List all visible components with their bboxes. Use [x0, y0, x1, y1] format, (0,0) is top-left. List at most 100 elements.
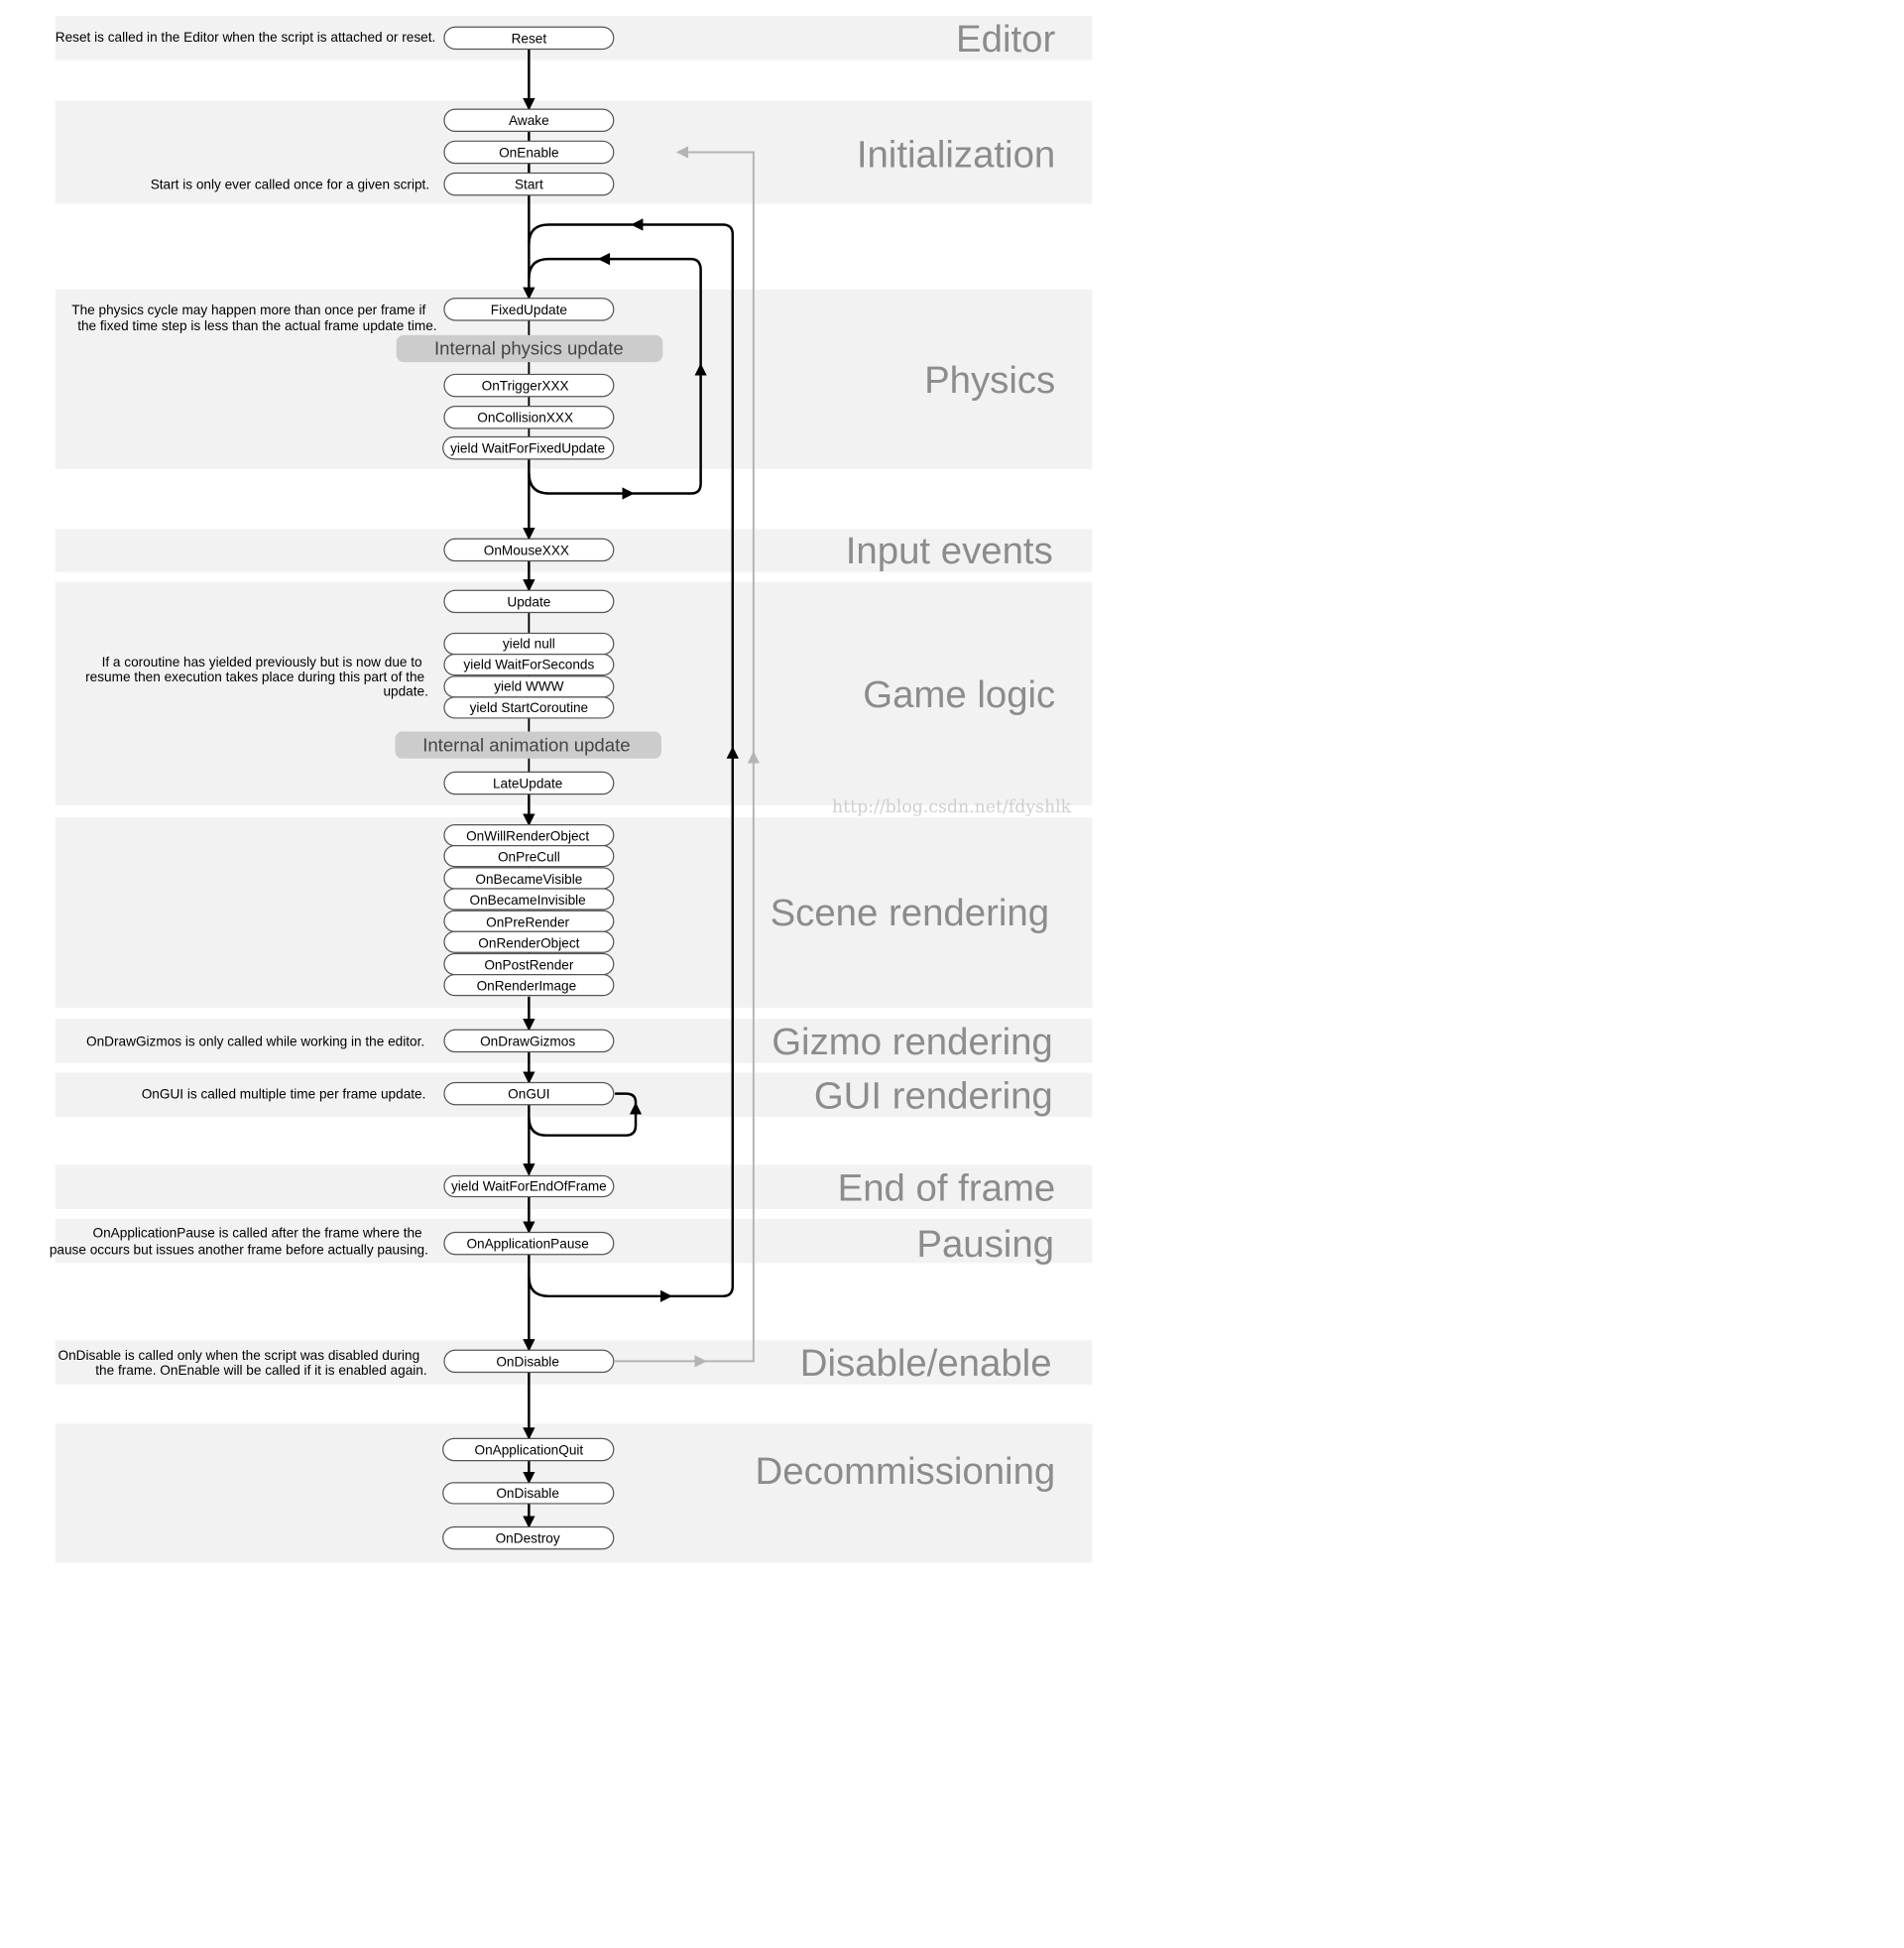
note-physics-line-2: the fixed time step is less than the act…: [77, 318, 436, 333]
note-gui: OnGUI is called multiple time per frame …: [142, 1087, 426, 1102]
note-gizmos: OnDrawGizmos is only called while workin…: [86, 1034, 424, 1048]
frame-loop-riser: [670, 746, 739, 1298]
phase-titles: Editor Initialization Physics Input even…: [756, 18, 1056, 1493]
node-yield-endframe[interactable]: yield WaitForEndOfFrame: [443, 1174, 615, 1198]
note-coroutine: If a coroutine has yielded previously bu…: [85, 655, 428, 699]
node-onapppause[interactable]: OnApplicationPause: [443, 1231, 615, 1256]
node-lateupdate[interactable]: LateUpdate: [443, 771, 615, 795]
physics-loop-bottom: [528, 472, 635, 500]
node-onwillrender[interactable]: OnWillRenderObject: [443, 823, 615, 847]
node-onprecull[interactable]: OnPreCull: [443, 845, 615, 868]
note-start-line-1: Start is only ever called once for a giv…: [151, 178, 429, 192]
node-ongui-label: OnGUI: [508, 1087, 549, 1102]
node-onpostrender-label: OnPostRender: [484, 958, 573, 973]
node-ontrigger-label: OnTriggerXXX: [482, 379, 569, 394]
node-oncollision-label: OnCollisionXXX: [477, 411, 573, 426]
note-disable-line-1: OnDisable is called only when the script…: [59, 1348, 420, 1363]
band-title-editor: Editor: [956, 18, 1055, 61]
process-internal-animation-label: Internal animation update: [422, 734, 630, 755]
physics-loop-top: [597, 252, 702, 365]
node-fixedupdate-label: FixedUpdate: [491, 303, 567, 317]
node-onprerender[interactable]: OnPreRender: [443, 910, 615, 932]
node-onbecameinvisible-label: OnBecameInvisible: [470, 893, 586, 908]
band-title-input: Input events: [846, 530, 1053, 572]
note-coroutine-line-2: resume then execution takes place during…: [85, 670, 424, 684]
node-onapppause-label: OnApplicationPause: [466, 1237, 588, 1252]
node-onprerender-label: OnPreRender: [486, 914, 569, 929]
band-title-scene: Scene rendering: [771, 892, 1050, 934]
watermark-url: http://blog.csdn.net/fdyshlk: [832, 797, 1072, 817]
frame-loop-bottom: [528, 1276, 673, 1302]
band-title-initialization: Initialization: [857, 133, 1055, 176]
node-onprecull-label: OnPreCull: [498, 850, 560, 865]
node-onbecameinvisible[interactable]: OnBecameInvisible: [443, 888, 615, 911]
node-onenable-label: OnEnable: [499, 145, 559, 160]
note-disable-line-2: the frame. OnEnable will be called if it…: [95, 1363, 426, 1378]
node-awake[interactable]: Awake: [443, 108, 615, 133]
note-gui-line-1: OnGUI is called multiple time per frame …: [142, 1087, 426, 1102]
band-title-gui: GUI rendering: [814, 1074, 1053, 1117]
node-yield-seconds-label: yield WaitForSeconds: [463, 657, 594, 671]
node-onmouse-label: OnMouseXXX: [484, 543, 569, 557]
note-physics: The physics cycle may happen more than o…: [71, 303, 436, 333]
node-ongui[interactable]: OnGUI: [443, 1081, 615, 1106]
node-onmouse[interactable]: OnMouseXXX: [443, 538, 615, 562]
note-coroutine-line-3: update.: [383, 684, 427, 699]
process-internal-physics: Internal physics update: [396, 334, 663, 363]
node-yield-fixed[interactable]: yield WaitForFixedUpdate: [442, 435, 615, 460]
node-ondestroy[interactable]: OnDestroy: [442, 1525, 615, 1550]
node-lateupdate-label: LateUpdate: [493, 776, 562, 791]
process-internal-physics-label: Internal physics update: [434, 338, 624, 359]
node-fixedupdate[interactable]: FixedUpdate: [443, 298, 615, 321]
note-coroutine-line-1: If a coroutine has yielded previously bu…: [102, 655, 422, 670]
enable-loop-connector: [614, 146, 761, 1368]
node-ontrigger[interactable]: OnTriggerXXX: [443, 373, 615, 398]
loop-connectors: [528, 218, 739, 1302]
event-nodes: Reset Awake OnEnable Start FixedUpdate I…: [395, 26, 663, 1550]
node-ondrawgizmos-label: OnDrawGizmos: [480, 1034, 575, 1048]
gui-loop-top: [614, 1092, 638, 1104]
note-reset: Reset is called in the Editor when the s…: [56, 30, 436, 45]
physics-loop-join: [528, 257, 599, 279]
node-oncollision[interactable]: OnCollisionXXX: [443, 405, 615, 429]
node-onrenderimage-label: OnRenderImage: [477, 979, 577, 994]
node-yield-null-label: yield null: [503, 636, 555, 651]
band-title-pausing: Pausing: [916, 1223, 1054, 1266]
node-onrenderimage[interactable]: OnRenderImage: [443, 973, 615, 997]
node-reset-label: Reset: [512, 31, 547, 46]
band-title-physics: Physics: [924, 359, 1055, 402]
node-update[interactable]: Update: [443, 589, 615, 614]
note-start: Start is only ever called once for a giv…: [151, 178, 429, 192]
node-ondisable-final-label: OnDisable: [496, 1486, 559, 1501]
node-yield-www[interactable]: yield WWW: [443, 675, 615, 698]
node-yield-seconds[interactable]: yield WaitForSeconds: [443, 653, 615, 676]
node-reset[interactable]: Reset: [443, 26, 615, 51]
side-notes: Reset is called in the Editor when the s…: [50, 30, 437, 1378]
node-yield-null[interactable]: yield null: [443, 632, 615, 656]
node-start[interactable]: Start: [443, 172, 615, 196]
node-ondisable-final[interactable]: OnDisable: [442, 1482, 615, 1505]
node-yield-coroutine[interactable]: yield StartCoroutine: [443, 696, 615, 719]
node-onbecamevisible[interactable]: OnBecameVisible: [443, 867, 615, 890]
node-yield-endframe-label: yield WaitForEndOfFrame: [451, 1178, 607, 1193]
node-ondrawgizmos[interactable]: OnDrawGizmos: [443, 1029, 615, 1053]
node-yield-coroutine-label: yield StartCoroutine: [470, 700, 589, 715]
band-title-gizmo: Gizmo rendering: [772, 1021, 1053, 1063]
gui-loop-bottom: [528, 1102, 643, 1137]
node-onrenderobject[interactable]: OnRenderObject: [443, 930, 615, 953]
note-disable: OnDisable is called only when the script…: [59, 1348, 427, 1378]
node-onbecamevisible-label: OnBecameVisible: [475, 872, 582, 887]
process-internal-animation: Internal animation update: [395, 731, 662, 759]
node-onappquit[interactable]: OnApplicationQuit: [442, 1437, 615, 1462]
note-pause: OnApplicationPause is called after the f…: [50, 1225, 428, 1257]
note-pause-line-1: OnApplicationPause is called after the f…: [93, 1225, 422, 1240]
node-onrenderobject-label: OnRenderObject: [478, 935, 579, 950]
node-ondestroy-label: OnDestroy: [496, 1531, 560, 1546]
node-yield-www-label: yield WWW: [494, 679, 563, 694]
node-onpostrender[interactable]: OnPostRender: [443, 952, 615, 976]
node-start-label: Start: [515, 178, 543, 192]
node-update-label: Update: [507, 594, 550, 609]
node-onenable[interactable]: OnEnable: [443, 140, 615, 165]
node-ondisable[interactable]: OnDisable: [443, 1349, 615, 1374]
note-reset-line-1: Reset is called in the Editor when the s…: [56, 30, 436, 45]
